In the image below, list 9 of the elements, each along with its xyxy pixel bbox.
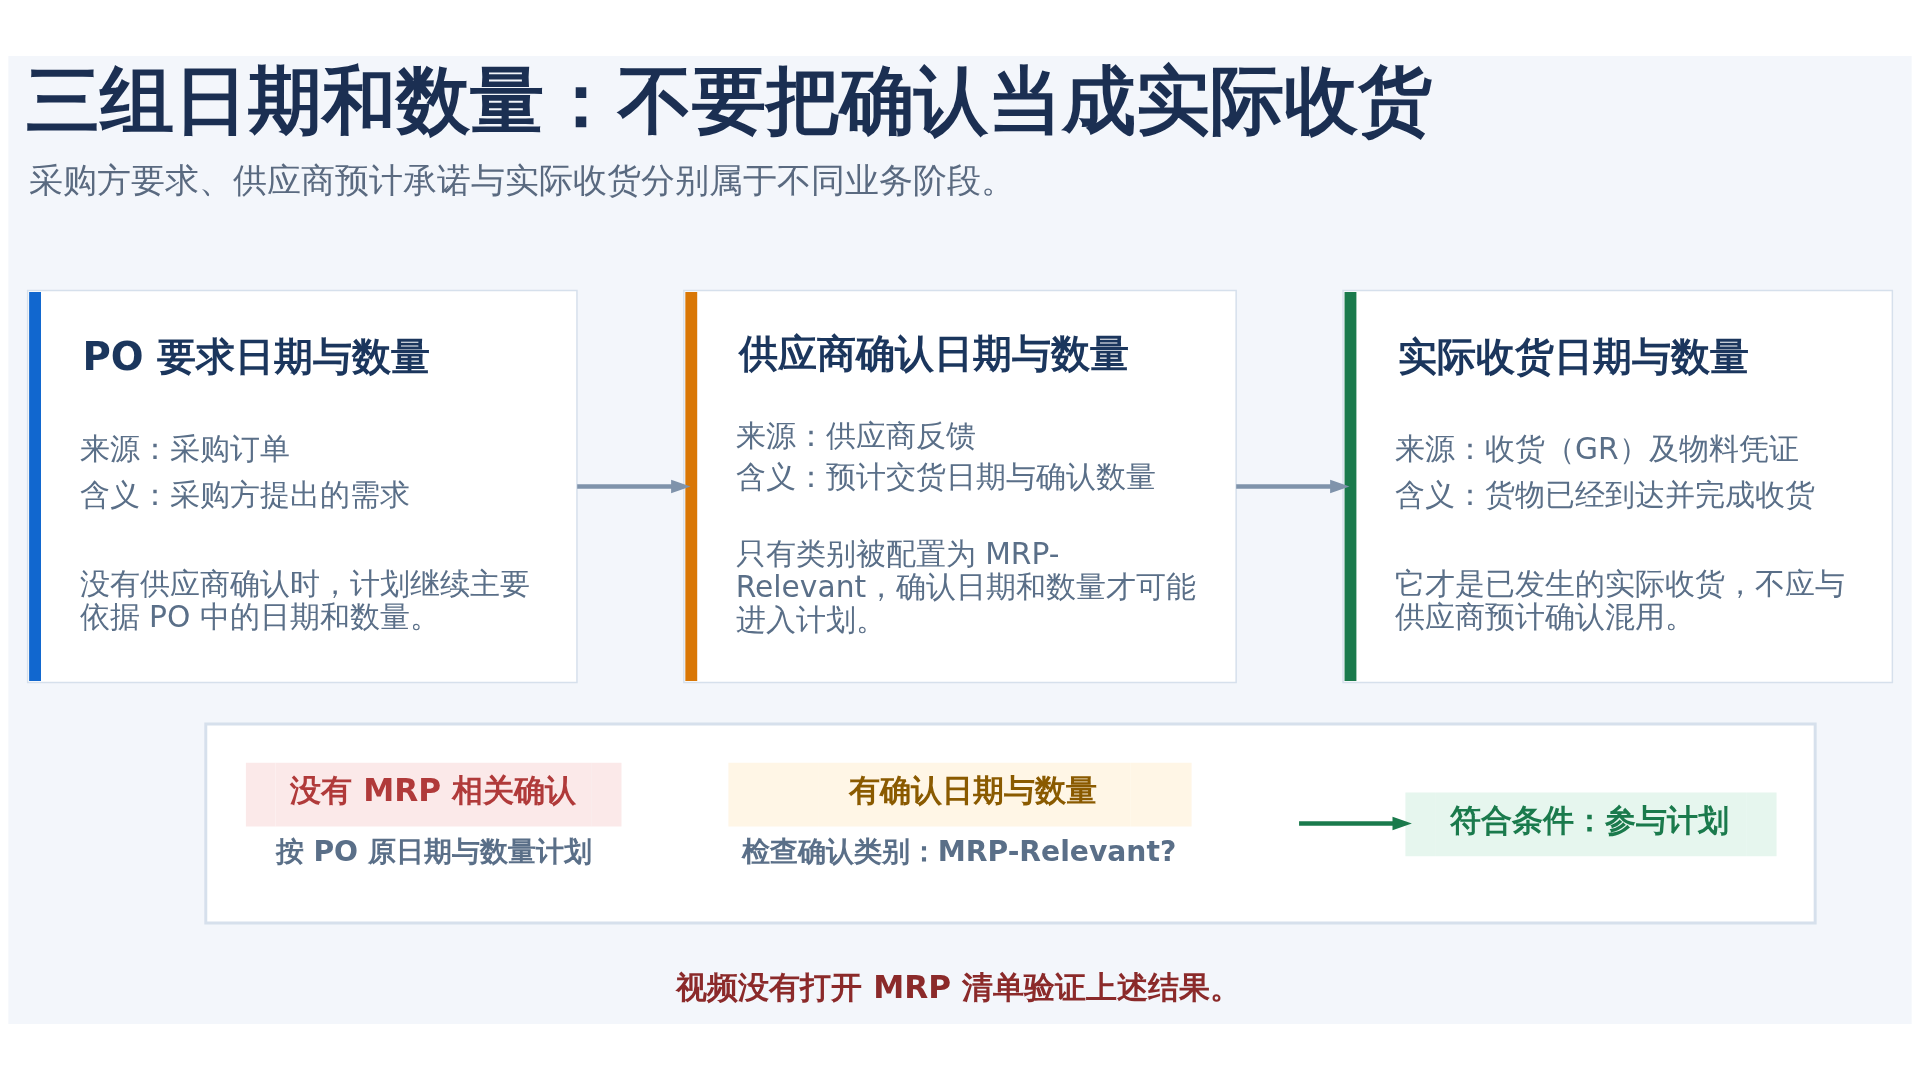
label: 采购方要求、供应商预计承诺与实际收货分别属于不同业务阶段。 <box>29 160 1016 201</box>
arrow <box>577 479 691 494</box>
node-label: 按 PO 原日期与数量计划 <box>275 834 592 868</box>
arrow <box>1299 816 1412 831</box>
cluster <box>204 722 1817 925</box>
diagram-title: 三组日期和数量：不要把确认当成实际收货 <box>26 56 1433 144</box>
label: 视频没有打开 MRP 清单验证上述结果。 <box>676 968 1241 1005</box>
arrow <box>1236 479 1350 494</box>
node-label: 检查确认类别：MRP-Relevant? <box>741 834 1177 868</box>
